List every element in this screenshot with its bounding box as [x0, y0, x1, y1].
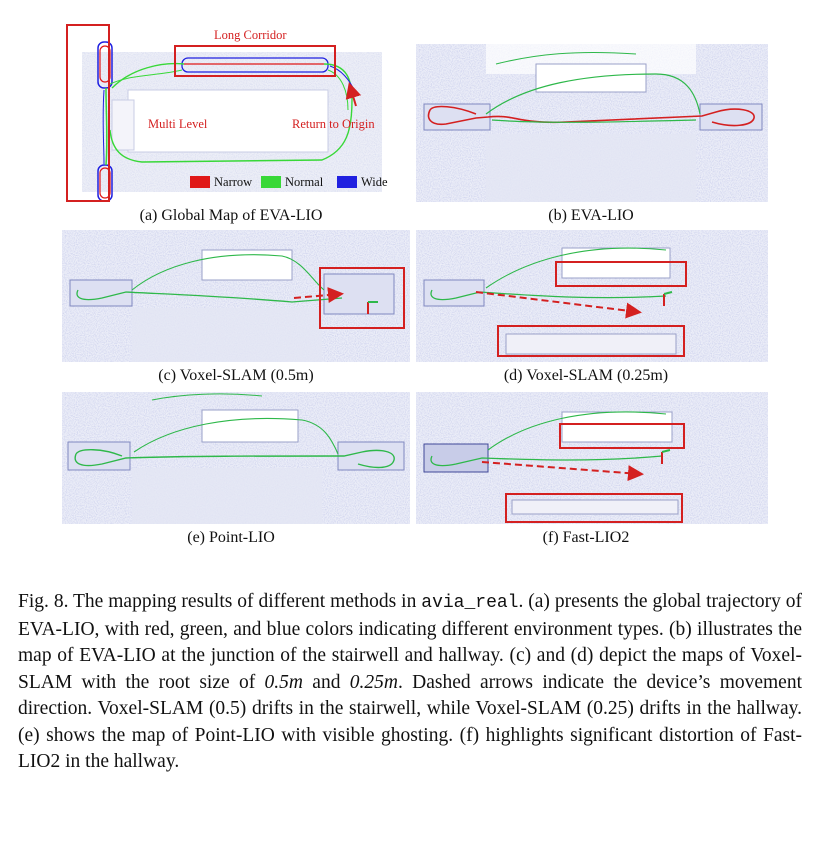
- fast-lio2-map-figure: [416, 392, 768, 524]
- voxel-slam-05-map-figure: [62, 230, 410, 362]
- voxel-slam-025-map-figure: [416, 230, 768, 362]
- panel-e-label: (e) Point-LIO: [187, 529, 275, 546]
- panel-f-fast-lio2-map: [416, 392, 768, 524]
- panel-f-label: (f) Fast-LIO2: [542, 529, 630, 546]
- eva-lio-map-figure: [416, 44, 768, 202]
- legend-label-wide: Wide: [361, 175, 388, 189]
- legend-swatch-narrow: [190, 176, 210, 188]
- caption-text-1: . (a) presents the global trajectory of …: [18, 591, 802, 693]
- legend-label-normal: Normal: [285, 175, 324, 189]
- panel-c-label: (c) Voxel-SLAM (0.5m): [158, 367, 314, 384]
- panel-d-label: (d) Voxel-SLAM (0.25m): [503, 367, 669, 384]
- legend-swatch-wide: [337, 176, 357, 188]
- caption-prefix: Fig. 8. The mapping results of different…: [18, 591, 422, 612]
- panel-e-point-lio-map: [62, 392, 410, 524]
- panel-d-voxel-slam-025-map: [416, 230, 768, 362]
- annotation-multi-level: Multi Level: [148, 117, 208, 131]
- panel-c-voxel-slam-05-map: [62, 230, 410, 362]
- panel-a-global-map: Long Corridor Multi Level Return to Orig…: [62, 20, 392, 206]
- panel-b-label: (b) EVA-LIO: [548, 207, 634, 224]
- global-map-figure: Long Corridor Multi Level Return to Orig…: [62, 20, 392, 206]
- legend-swatch-normal: [261, 176, 281, 188]
- caption-text-2: . Dashed arrows indicate the device’s mo…: [18, 671, 803, 773]
- caption-dataset-name: avia_real: [421, 593, 519, 613]
- caption-and: and: [302, 671, 350, 693]
- caption-root-size-1: 0.5m: [264, 671, 303, 693]
- annotation-return-to-origin: Return to Origin: [292, 117, 375, 131]
- point-lio-map-figure: [62, 392, 410, 524]
- caption-root-size-2: 0.25m: [349, 671, 398, 693]
- figure-caption: Fig. 8. The mapping results of different…: [18, 589, 802, 776]
- annotation-long-corridor: Long Corridor: [214, 28, 287, 42]
- panel-a-label: (a) Global Map of EVA-LIO: [139, 207, 323, 224]
- panel-b-eva-lio-map: [416, 44, 768, 202]
- legend-label-narrow: Narrow: [214, 175, 252, 189]
